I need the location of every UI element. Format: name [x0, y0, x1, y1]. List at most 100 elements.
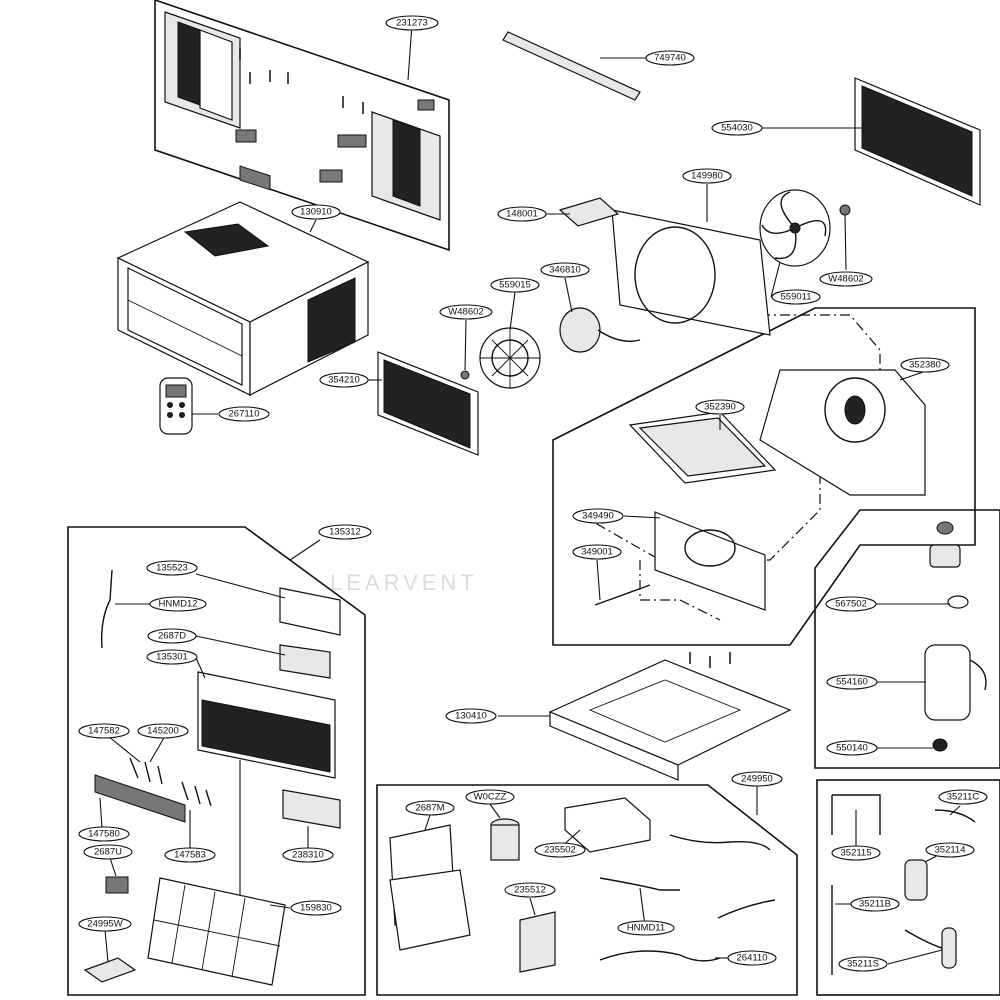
tag-550140: 550140	[826, 740, 878, 756]
leader-35211s	[887, 949, 943, 965]
leader-135312	[289, 539, 321, 561]
leader-159830	[269, 904, 291, 909]
tag-text: W48602	[448, 307, 483, 318]
accumulator-352114	[904, 859, 928, 901]
compressor-554160	[924, 644, 971, 721]
tag-559015: 559015	[490, 277, 540, 293]
tag-text: 135301	[156, 652, 188, 663]
tag-text: 147583	[174, 850, 206, 861]
tag-text: 145200	[147, 726, 179, 737]
cabinet-top-vents	[183, 223, 270, 257]
group-box-electrical	[376, 784, 798, 996]
condenser-fan-hub	[789, 222, 801, 234]
tag-238310: 238310	[282, 847, 334, 863]
tag-354210: 354210	[319, 372, 369, 388]
base-pan-front	[549, 711, 679, 781]
leader-130910	[309, 219, 317, 233]
tag-text: 352114	[935, 845, 966, 856]
leader-2687d	[195, 635, 286, 656]
tag-text: 235502	[544, 845, 576, 856]
group-box-compressor	[814, 509, 1000, 769]
bracket-2	[235, 129, 257, 143]
grommet-550140	[932, 738, 948, 752]
bracket-5	[417, 99, 435, 111]
compressor-parts	[924, 521, 987, 752]
leader-135523	[195, 573, 286, 599]
tag-352114: 352114	[925, 842, 975, 858]
tag-264110: 264110	[727, 950, 777, 966]
tag-text: 554030	[721, 123, 753, 134]
base-pan-recess	[588, 679, 742, 743]
tag-352110: 35211C	[938, 789, 988, 805]
tag-2687m: 2687M	[405, 800, 455, 816]
tag-231273: 231273	[385, 15, 439, 31]
condenser-fan-blades	[761, 191, 827, 260]
tag-w48602b: W48602	[819, 271, 873, 287]
blower-wheel-blades	[480, 328, 540, 388]
tag-text: 567502	[835, 599, 867, 610]
leader-2687m	[424, 814, 431, 831]
tag-text: 35211B	[859, 899, 891, 910]
fan-motor-wire	[597, 329, 641, 342]
tag-w0czz: W0CZZ	[465, 789, 515, 805]
scroll-housing-outlet	[824, 377, 886, 443]
leader-352380	[899, 371, 924, 381]
tag-text: 264110	[737, 953, 768, 964]
cabinet-side-louvers	[307, 277, 356, 363]
filter-tray-inner	[638, 417, 767, 477]
leader-lines	[99, 23, 961, 965]
harness-wire-b	[717, 899, 776, 919]
fan-nut-w48602	[839, 204, 851, 216]
control-box-body	[389, 869, 471, 951]
tag-text: 135312	[329, 527, 361, 538]
display-pcb	[279, 644, 331, 679]
remote-button-4	[179, 412, 185, 418]
tag-text: W48602	[828, 274, 863, 285]
thermistor-wire	[594, 584, 651, 606]
tag-text: 349001	[581, 547, 613, 558]
fan-shroud-ring	[634, 226, 716, 324]
tag-135301: 135301	[146, 649, 198, 665]
orifice-ring	[684, 529, 736, 567]
tag-2687u: 2687U	[83, 844, 133, 860]
tag-text: 149980	[691, 171, 723, 182]
condenser-fins	[861, 85, 973, 197]
leader-559011	[770, 261, 781, 298]
cover-235502	[564, 797, 651, 853]
remote-control	[159, 377, 193, 435]
tag-559011: 559011	[771, 289, 821, 305]
tag-text: HNMD12	[158, 599, 197, 610]
left-curtain-slats	[177, 21, 201, 106]
tag-text: 24995W	[87, 919, 122, 930]
leader-hnmd11	[639, 887, 646, 927]
tag-148001: 148001	[497, 206, 547, 222]
tag-text: 130910	[300, 207, 332, 218]
tag-text: 352390	[704, 402, 736, 413]
group-box-control	[67, 526, 366, 996]
part-tags: 231273 749740 554030 149980 148001 13091…	[78, 15, 988, 972]
dashed-outline-lower	[639, 560, 721, 621]
tag-w48602a: W48602	[439, 304, 493, 320]
tag-135312: 135312	[318, 524, 372, 540]
harness-wire-a	[669, 834, 771, 851]
louver-clips-147583	[181, 781, 212, 807]
tag-text: W0CZZ	[474, 792, 507, 803]
fan-assembly	[460, 189, 851, 389]
tag-text: 2687D	[158, 631, 186, 642]
harness-hnmd12	[100, 569, 113, 649]
tag-text: 559015	[499, 280, 531, 291]
harness-264110	[599, 950, 721, 962]
tag-352390: 352390	[695, 399, 745, 415]
outer-cabinet	[116, 201, 370, 396]
blower-housing-section	[594, 369, 926, 611]
tag-text: 135523	[156, 563, 188, 574]
leader-235512	[529, 897, 536, 916]
tube-352115	[831, 794, 881, 835]
fan-shroud	[611, 209, 771, 336]
motor-bracket	[558, 197, 620, 227]
fan-motor	[559, 307, 601, 353]
tag-267110: 267110	[218, 406, 270, 422]
part-2687u	[105, 876, 129, 894]
front-grille-louvers	[201, 699, 331, 773]
watermark-text: LEARVENT	[330, 570, 478, 595]
